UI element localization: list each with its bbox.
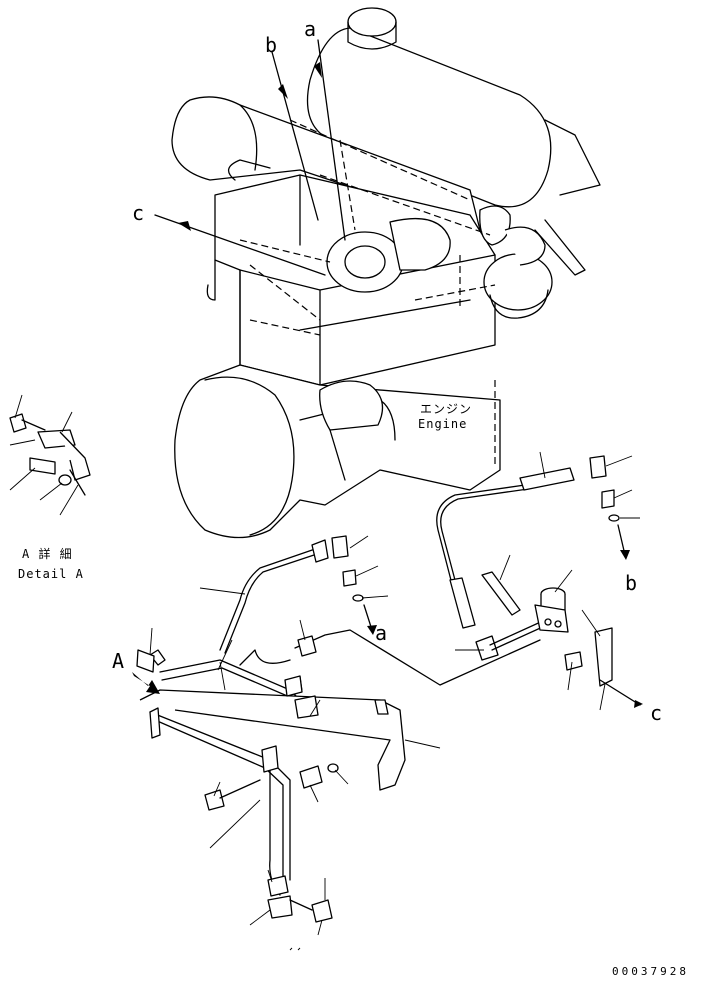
leader-lines [149, 451, 640, 951]
oil-pipe-right [436, 455, 630, 661]
oil-filter [483, 253, 553, 311]
detail-a-illustration [9, 394, 91, 516]
engine-assembly [171, 7, 601, 539]
detail-label-en: Detail A [18, 567, 84, 581]
air-cleaner-cap [347, 7, 397, 37]
callout-b-lower: b [625, 571, 637, 595]
callout-b: b [265, 33, 277, 57]
engine-label-en: Engine [418, 417, 467, 431]
valve-block [481, 571, 643, 708]
detail-a-ref: A [112, 649, 124, 673]
callout-a: a [304, 17, 316, 41]
engine-label-jp: エンジン [420, 402, 472, 416]
callout-arrows [154, 39, 346, 276]
oil-pipe-left [219, 535, 541, 686]
callout-a-lower: a [375, 621, 387, 645]
drawing-number: 00037928 [612, 965, 689, 978]
flywheel-housing [174, 364, 501, 539]
air-cleaner [306, 27, 552, 208]
detail-a-arrow [132, 672, 160, 694]
callout-c: c [132, 201, 144, 225]
detail-label-jp: A 詳 細 [22, 546, 73, 561]
valve-cover [171, 96, 481, 231]
callout-c-lower: c [650, 701, 662, 725]
frame-brackets [136, 649, 406, 923]
turbocharger [326, 231, 404, 293]
